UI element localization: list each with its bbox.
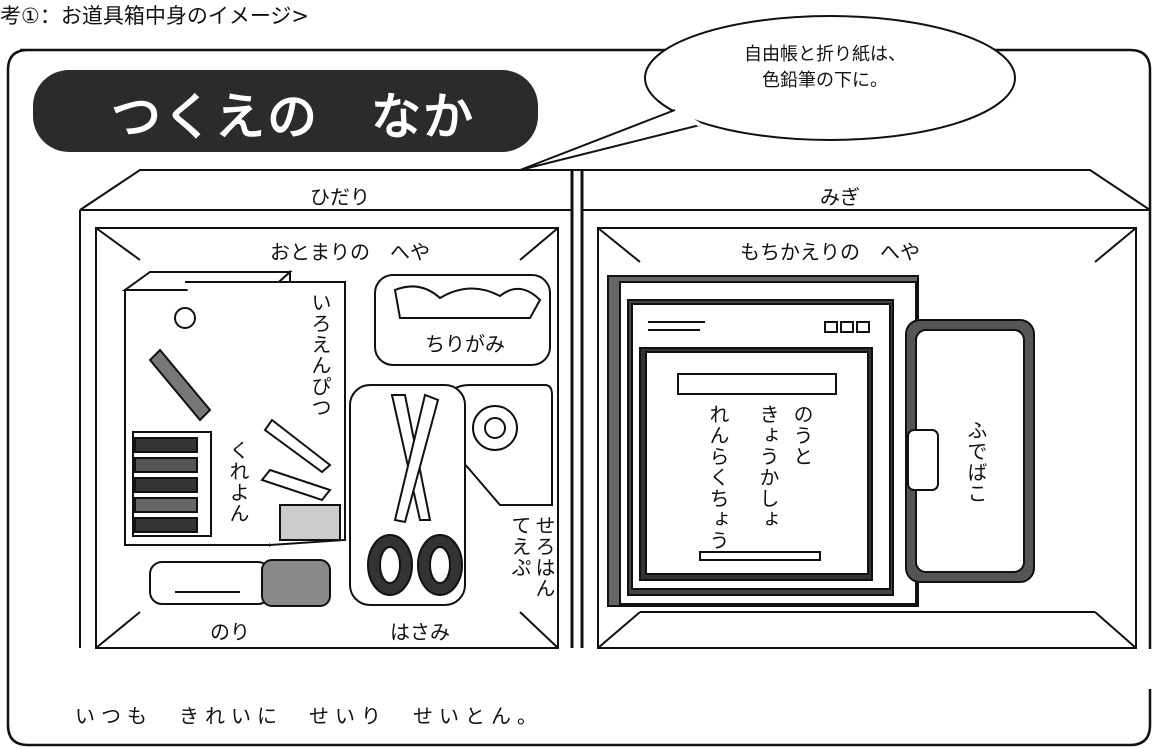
tape-label-line-2: てえぷ — [508, 515, 532, 578]
left-room-label: おとまりの へや — [270, 240, 430, 264]
glue-label: のり — [210, 620, 250, 644]
desk-box — [79, 169, 1151, 649]
textbook-label: きょうかしょ — [756, 404, 780, 530]
speech-bubble-tail — [519, 109, 701, 171]
contact-book-label: れんらくちょう — [706, 404, 730, 551]
crayons-label: くれよん — [226, 440, 250, 524]
callout-text: 自由帳と折り紙は、 色鉛筆の下に。 — [690, 42, 960, 94]
colored-pencils-label: いろえんぴつ — [308, 292, 332, 418]
tissues-label: ちりがみ — [425, 332, 505, 356]
speech-bubble — [644, 15, 1016, 141]
left-section-label: ひだり — [310, 185, 370, 209]
tape-label-line-1: せろはん — [532, 515, 556, 599]
caption: 考①：お道具箱中身のイメージ> — [0, 4, 310, 28]
books-drawing — [607, 275, 919, 607]
glue-stick-drawing — [149, 559, 331, 607]
tissue-drawing — [374, 274, 551, 366]
pencil-case-drawing — [905, 319, 1035, 583]
right-section-label: みぎ — [820, 185, 860, 209]
callout-line-2: 色鉛筆の下に。 — [762, 70, 888, 91]
scissors-drawing — [349, 384, 466, 606]
pencil-case-label: ふでばこ — [964, 420, 988, 504]
right-room-label: もちかえりの へや — [740, 240, 920, 264]
tape-dispenser-drawing — [449, 384, 553, 506]
outer-frame — [6, 48, 1152, 747]
title-banner — [33, 70, 538, 152]
notebook-label: のうと — [790, 404, 814, 467]
scissors-label: はさみ — [390, 620, 450, 644]
bottom-slogan: いつも きれいに せいり せいとん。 — [75, 704, 543, 728]
colored-pencil-box-drawing — [185, 281, 346, 546]
callout-line-1: 自由帳と折り紙は、 — [744, 44, 906, 65]
title: つくえの なか — [111, 88, 475, 146]
